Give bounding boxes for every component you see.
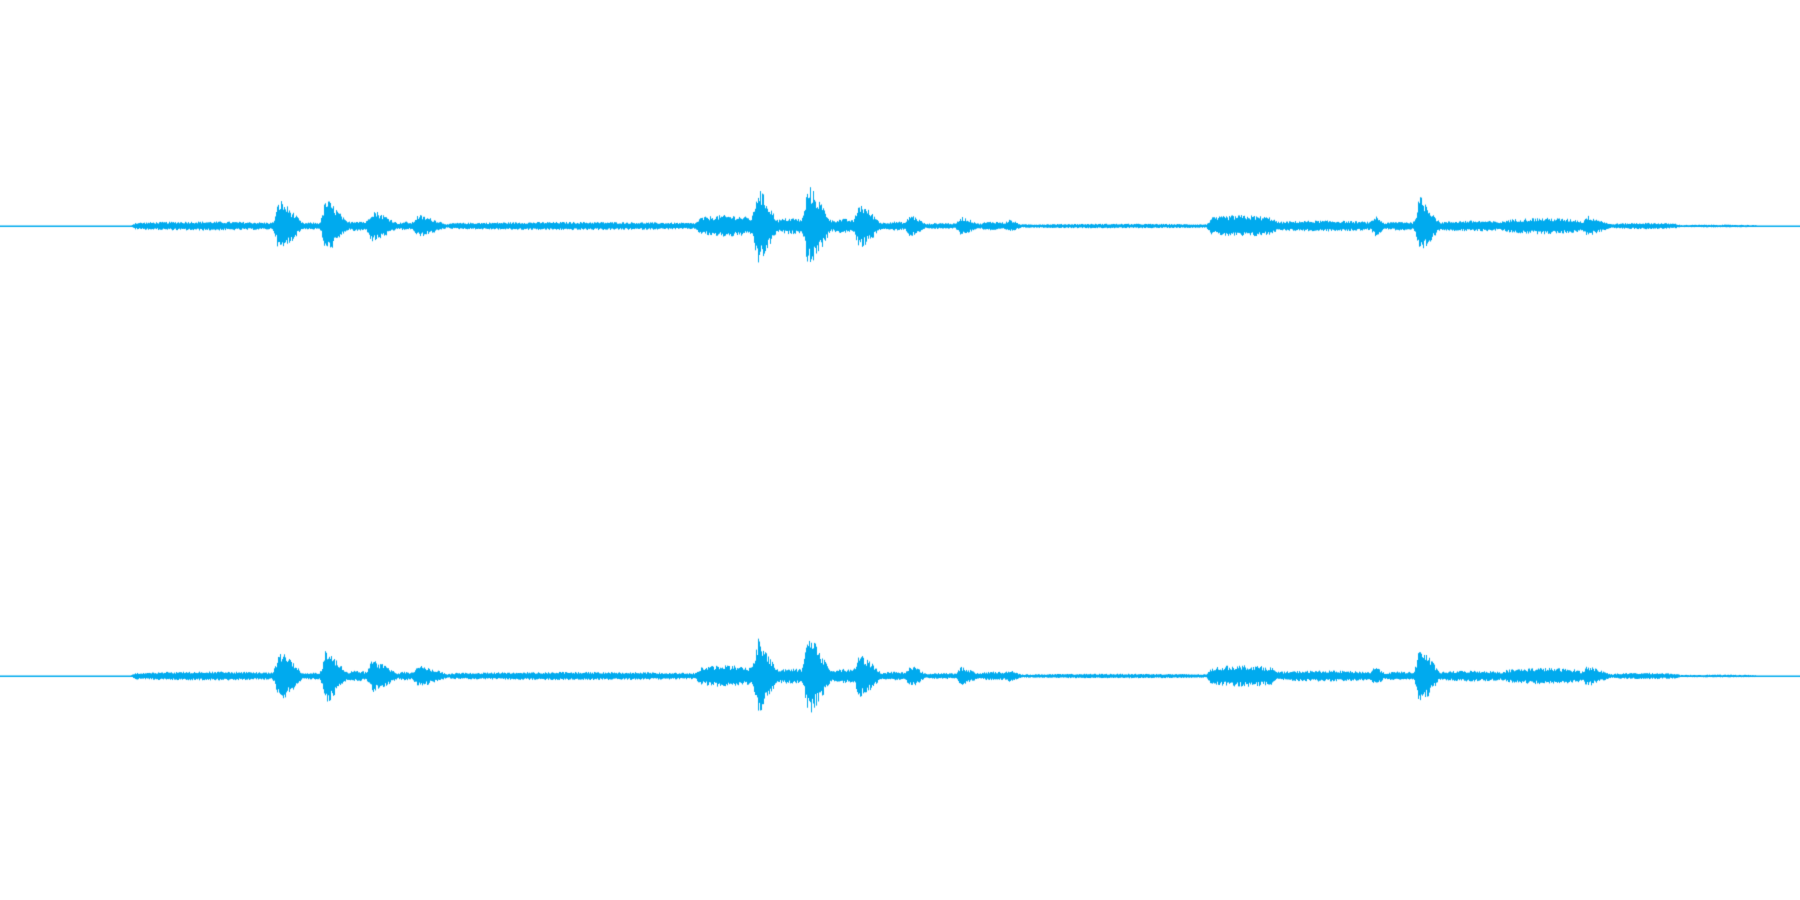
audio-waveform-display — [0, 0, 1800, 900]
